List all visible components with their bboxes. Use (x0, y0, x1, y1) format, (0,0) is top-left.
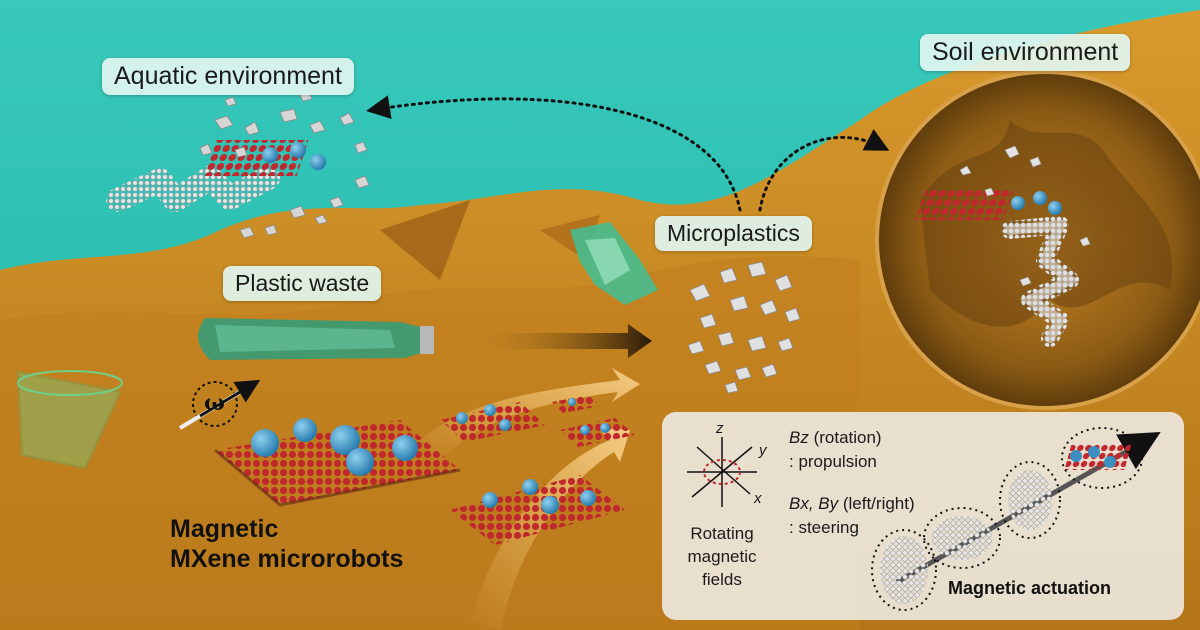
arrow-to-soil (758, 129, 890, 212)
crumpled-bottle (570, 222, 658, 305)
title-line-1: Magnetic (170, 515, 279, 543)
main-mxene-microrobot (214, 418, 461, 507)
rotating-line-3: fields (702, 570, 742, 589)
microrobots-title: Magnetic MXene microrobots (170, 514, 403, 574)
microrobot-small-4 (552, 395, 600, 413)
aquatic-environment-label: Aquatic environment (102, 58, 354, 95)
plastic-waste-label: Plastic waste (223, 266, 382, 301)
microrobot-small-2 (440, 402, 545, 442)
microplastics-label: Microplastics (655, 216, 812, 251)
bz-variable: Bz (789, 428, 809, 447)
flow-arrow-2 (470, 428, 630, 630)
omega-symbol: ω (204, 390, 225, 416)
title-line-2: MXene microrobots (170, 545, 404, 573)
axes-icon (687, 437, 757, 507)
bxy-variable: Bx, By (789, 494, 839, 513)
rotating-line-1: Rotating (690, 524, 754, 543)
magnetic-actuation-panel: z y x Bz (rotation) : propulsion Bx, By … (662, 412, 1184, 620)
axis-z-label: z (716, 420, 724, 437)
bz-description: Bz (rotation) (789, 428, 882, 448)
plastic-bottle (198, 318, 434, 360)
axis-x-label: x (754, 490, 762, 507)
arrow-to-aquatic (366, 95, 742, 212)
bz-role: (rotation) (808, 428, 882, 447)
bz-effect: : propulsion (789, 452, 877, 471)
flow-arrow-1 (420, 368, 640, 460)
bxy-description: Bx, By (left/right) (789, 494, 915, 514)
aquatic-microplastic-fragments (199, 91, 370, 239)
rotating-fields-label: Rotating magnetic fields (682, 522, 762, 591)
microrobot-small-1 (450, 475, 625, 545)
magnetic-actuation-title: Magnetic actuation (948, 578, 1112, 598)
rotation-omega-icon (178, 379, 261, 430)
rotating-line-2: magnetic (687, 547, 757, 566)
waste-to-microplastics-arrow (465, 324, 652, 358)
microplastics-cluster (687, 261, 801, 394)
bxy-effect: : steering (789, 518, 859, 537)
axis-y-label: y (759, 442, 767, 459)
bxy-role: (left/right) (838, 494, 915, 513)
panel-graphics (687, 427, 1161, 611)
plastic-cup (16, 370, 123, 470)
microrobot-small-3 (560, 418, 635, 447)
actuation-robot-chain (871, 427, 1161, 611)
soil-environment-label: Soil environment (920, 34, 1131, 71)
